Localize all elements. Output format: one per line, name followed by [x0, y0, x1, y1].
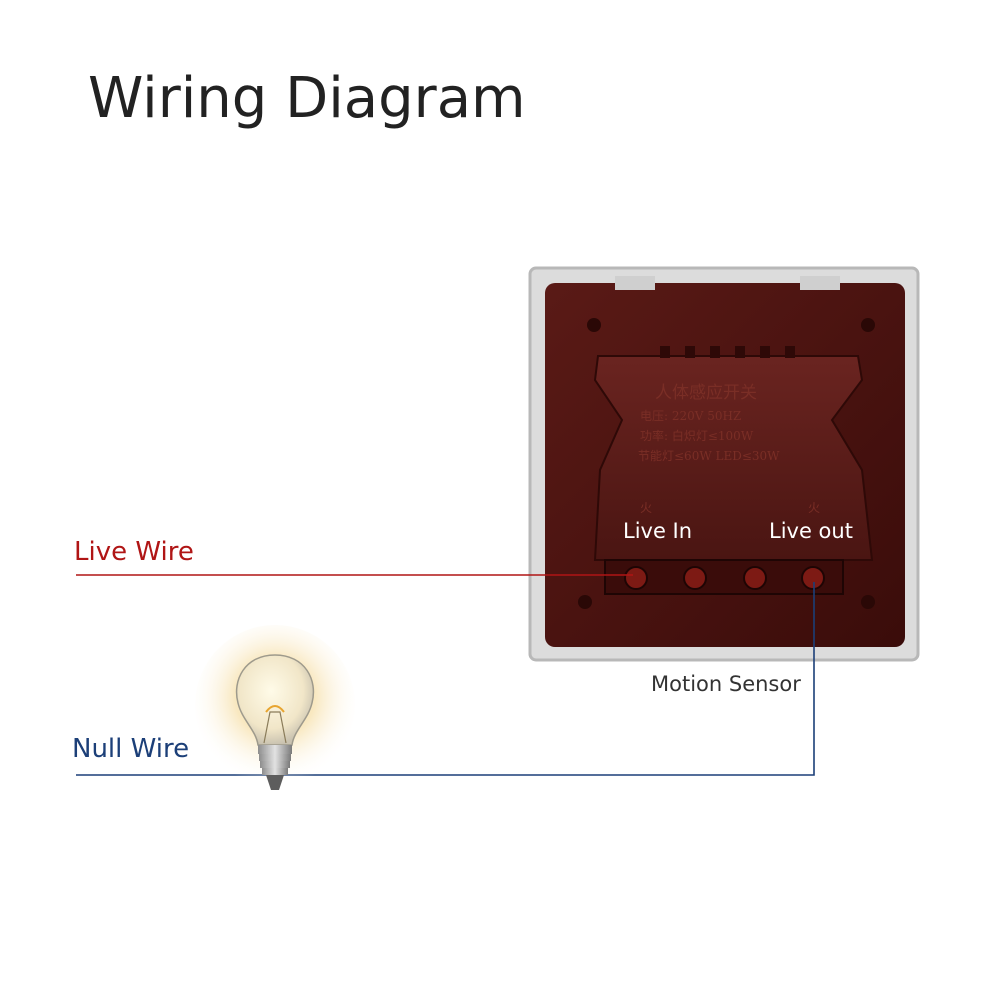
device-label-line4: 节能灯≤60W LED≤30W [638, 449, 780, 463]
light-bulb-icon [195, 625, 355, 790]
sensor-module [593, 355, 874, 561]
screw-hole-bottom-right [861, 595, 875, 609]
page-title: Wiring Diagram [88, 66, 526, 131]
live-out-label: Live out [769, 519, 853, 543]
device-terminal-mark-right: 火 [808, 501, 820, 515]
terminal-3 [743, 566, 767, 590]
motion-sensor-device: 人体感应开关 电压: 220V 50HZ 功率: 白炽灯≤100W 节能灯≤60… [528, 266, 920, 662]
device-terminal-mark-left: 火 [640, 501, 652, 515]
screw-hole-bottom-left [578, 595, 592, 609]
live-wire-label: Live Wire [74, 537, 194, 567]
terminal-1 [624, 566, 648, 590]
terminal-2 [683, 566, 707, 590]
null-wire-line [76, 582, 815, 776]
device-label-line2: 电压: 220V 50HZ [640, 409, 741, 423]
device-label-line1: 人体感应开关 [655, 383, 757, 403]
vent-teeth [660, 346, 795, 358]
device-label-line3: 功率: 白炽灯≤100W [640, 428, 754, 443]
screw-hole-top-left [587, 318, 601, 332]
null-wire-label: Null Wire [72, 734, 190, 764]
motion-sensor-label: Motion Sensor [651, 672, 801, 696]
live-in-label: Live In [623, 519, 693, 543]
screw-hole-top-right [861, 318, 875, 332]
terminal-4 [801, 566, 825, 590]
clip-top-right [800, 276, 840, 290]
clip-top-left [615, 276, 655, 290]
